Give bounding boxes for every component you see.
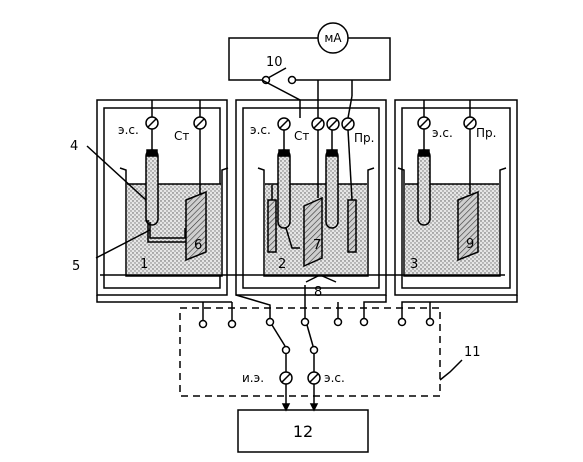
specimen-7 [303, 196, 323, 268]
label-5: 5 [72, 259, 80, 274]
terminal-es-1 [145, 116, 159, 130]
working-electrode-2 [325, 149, 339, 229]
reference-electrode-2 [277, 149, 291, 229]
switch-10 [261, 67, 297, 85]
terminal-es-3 [417, 116, 431, 130]
terminal-mid-2 [326, 117, 340, 131]
terminal-st-1 [193, 116, 207, 130]
cell-frame-1 [96, 99, 228, 296]
label-1: 1 [140, 257, 148, 272]
label-9: 9 [466, 237, 474, 252]
meter-wire-left [228, 37, 318, 81]
specimen-9 [457, 190, 479, 262]
switch-panel-11 [179, 307, 441, 397]
label-7: 7 [313, 238, 321, 253]
device-label: 12 [293, 422, 313, 441]
recording-device-12 [237, 409, 369, 453]
specimen-6 [185, 190, 207, 262]
label-es-1: э.с. [118, 123, 139, 137]
label-4: 4 [70, 139, 78, 154]
label-st-1: Ст [174, 129, 189, 143]
reference-electrode-3 [417, 149, 431, 226]
terminal-es-out [307, 371, 321, 385]
cell-frame-2 [235, 99, 387, 296]
label-pr-3: Пр. [476, 126, 496, 140]
meter-label: мА [324, 31, 342, 45]
counter-electrode-left [267, 199, 277, 253]
terminal-pr-2 [341, 117, 355, 131]
label-3: 3 [410, 257, 418, 272]
label-10: 10 [266, 55, 283, 70]
terminal-ie-out [279, 371, 293, 385]
meter-wire-right [318, 37, 391, 81]
label-es-out: э.с. [324, 371, 345, 385]
terminal-st-2 [311, 117, 325, 131]
beaker-1 [119, 167, 229, 277]
reference-electrode-1 [145, 149, 159, 226]
terminal-pr-3 [463, 116, 477, 130]
label-es-3: э.с. [432, 126, 453, 140]
cell-frame-3 [394, 99, 518, 296]
label-pr-2: Пр. [354, 131, 374, 145]
label-11: 11 [464, 345, 481, 360]
label-st-2: Ст [294, 129, 309, 143]
label-8: 8 [314, 285, 322, 300]
label-6: 6 [194, 238, 202, 253]
label-es-2: э.с. [250, 123, 271, 137]
label-2: 2 [278, 257, 286, 272]
label-ie: и.э. [242, 371, 264, 385]
terminal-es-2 [277, 117, 291, 131]
counter-electrode-right [347, 199, 357, 253]
